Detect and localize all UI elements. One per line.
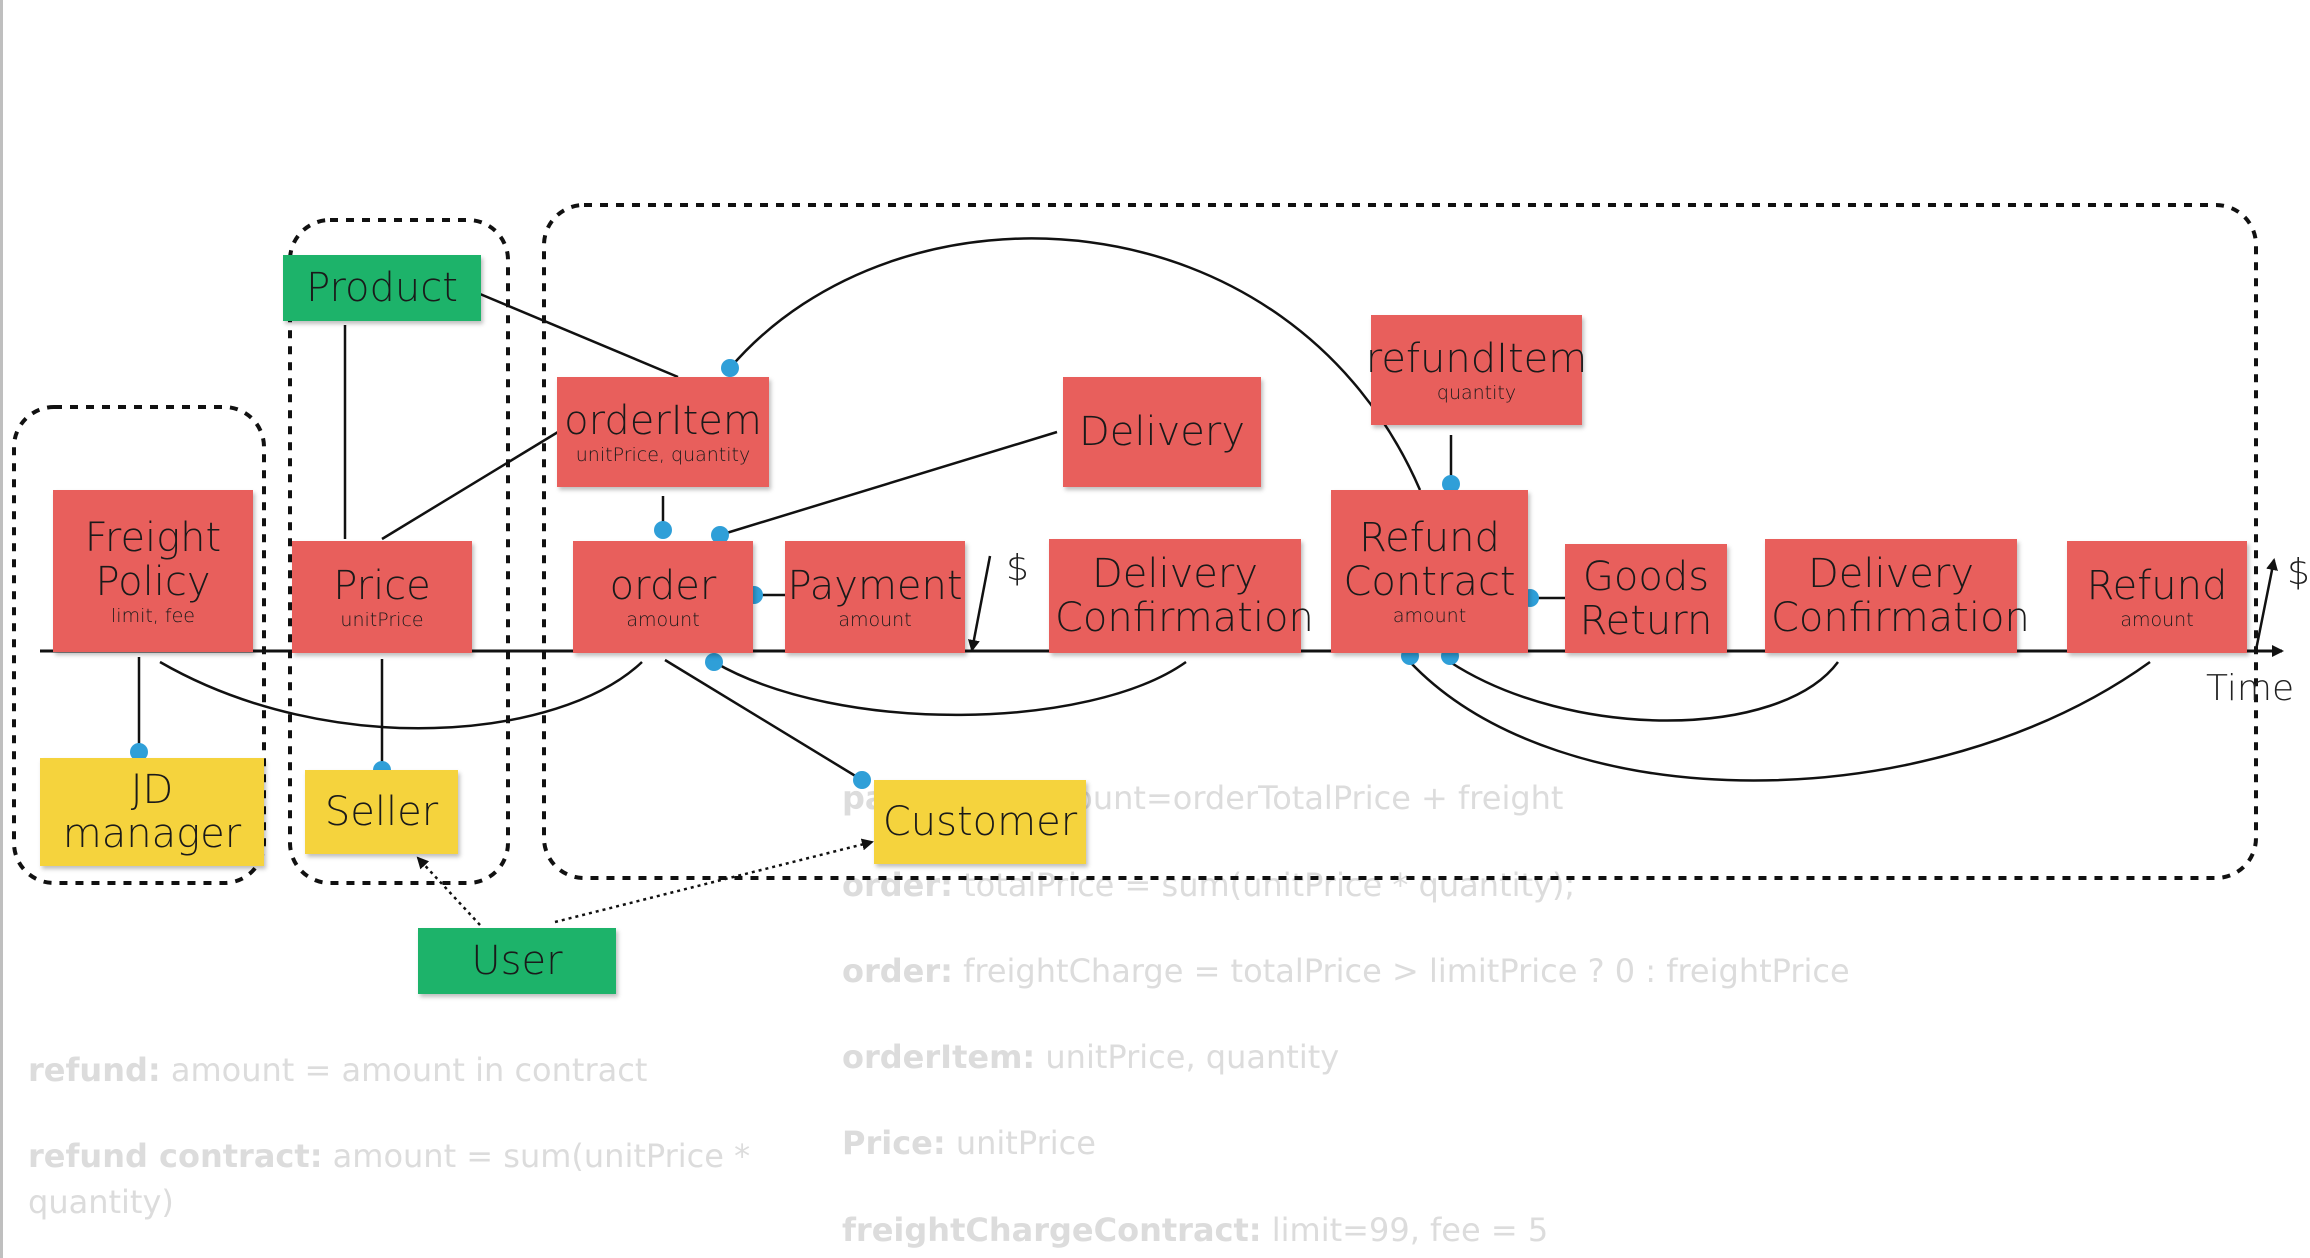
payment-sub: amount [838, 608, 912, 631]
price-card: Price unitPrice [292, 541, 472, 653]
user-customer-arrow [554, 838, 874, 924]
customer-card: Customer [874, 780, 1086, 864]
dot-order-top [654, 521, 672, 539]
delivery-title: Delivery [1078, 409, 1246, 455]
refund-contract-sub: amount [1392, 605, 1467, 628]
dollar-label-refund: $ [2287, 552, 2310, 593]
order-card: order amount [573, 541, 753, 653]
goods-return-card: Goods Return [1565, 544, 1727, 653]
order-item-title: orderItem [564, 397, 762, 444]
delivery-confirmation-card-2: Delivery Confirmation [1765, 539, 2030, 653]
dot-order-delivery [711, 526, 729, 544]
product-title: Product [306, 265, 458, 311]
order-item-card: orderItem unitPrice, quantity [557, 377, 769, 487]
refund-sub: amount [2120, 608, 2194, 631]
timeline-time-label: Time [2206, 668, 2295, 709]
refund-contract-title: Refund Contract [1343, 515, 1516, 606]
note-refund: refund: amount = amount in contract [28, 1051, 648, 1089]
dot-customer [853, 771, 871, 789]
boundary-freight [12, 405, 266, 885]
order-sub: amount [626, 608, 700, 631]
goods-return-title: Goods Return [1579, 553, 1713, 644]
refund-item-sub: quantity [1436, 381, 1517, 404]
user-title: User [471, 938, 563, 984]
refund-title: Refund [2086, 562, 2228, 609]
jd-manager-card: JD manager [40, 758, 264, 866]
dot-order-bottom [705, 653, 723, 671]
dot-refund-contract-top [1442, 475, 1460, 493]
dot-orderitem-top [721, 359, 739, 377]
edge-product-orderitem [479, 292, 679, 379]
price-title: Price [333, 562, 431, 609]
payment-title: Payment [787, 562, 963, 609]
edge-price-orderitem [381, 430, 559, 541]
delivery-confirmation-title-2: Delivery Confirmation [1771, 551, 2030, 641]
refund-item-title: refundItem [1365, 335, 1588, 382]
payment-dollar-arrow [967, 555, 992, 652]
freight-policy-card: Freight Policy limit, fee [53, 490, 253, 652]
dot-jd-manager [130, 743, 148, 761]
edge-orderitem-refund-curve [729, 237, 1422, 491]
edge-refund-return-confirm-curve [1449, 660, 1840, 722]
edge-delivery-order [719, 430, 1058, 537]
note-refund-contract: refund contract: amount = sum(unitPrice … [28, 1137, 751, 1222]
edge-freight-order-curve [159, 660, 643, 730]
freight-policy-title: Freight Policy [84, 514, 222, 605]
boundary-order [542, 203, 2258, 880]
seller-title: Seller [324, 789, 439, 835]
user-seller-arrow [416, 856, 481, 926]
jd-manager-title: JD manager [62, 767, 242, 857]
refund-contract-card: Refund Contract amount [1331, 490, 1528, 653]
dollar-label-payment: $ [1006, 548, 1029, 589]
order-item-sub: unitPrice, quantity [575, 443, 751, 466]
user-card: User [418, 928, 616, 994]
note-freight-contract: freightChargeContract: limit=99, fee = 5 [842, 1211, 1549, 1249]
delivery-confirmation-title-1: Delivery Confirmation [1055, 551, 1314, 641]
edge-order-delivery-confirm-curve [713, 660, 1187, 717]
edge-order-customer [664, 658, 863, 782]
left-border [0, 0, 3, 1258]
order-title: order [609, 562, 717, 609]
edge-refund-refund-curve [1409, 660, 2151, 782]
payment-card: Payment amount [785, 541, 965, 653]
note-orderitem: orderItem: unitPrice, quantity [842, 1038, 1340, 1076]
note-order-freight: order: freightCharge = totalPrice > limi… [842, 952, 1850, 990]
note-price: Price: unitPrice [842, 1124, 1096, 1162]
boundary-product [288, 218, 510, 885]
customer-title: Customer [882, 799, 1078, 845]
refund-item-card: refundItem quantity [1366, 315, 1587, 425]
delivery-card: Delivery [1063, 377, 1261, 487]
note-order-total: order: totalPrice = sum(unitPrice * quan… [842, 866, 1576, 904]
freight-policy-sub: limit, fee [111, 604, 195, 627]
refund-dollar-arrow [2254, 558, 2278, 651]
seller-card: Seller [305, 770, 458, 854]
delivery-confirmation-card-1: Delivery Confirmation [1049, 539, 1314, 653]
price-sub: unitPrice [340, 608, 424, 631]
refund-card: Refund amount [2067, 541, 2247, 653]
product-card: Product [283, 255, 481, 321]
